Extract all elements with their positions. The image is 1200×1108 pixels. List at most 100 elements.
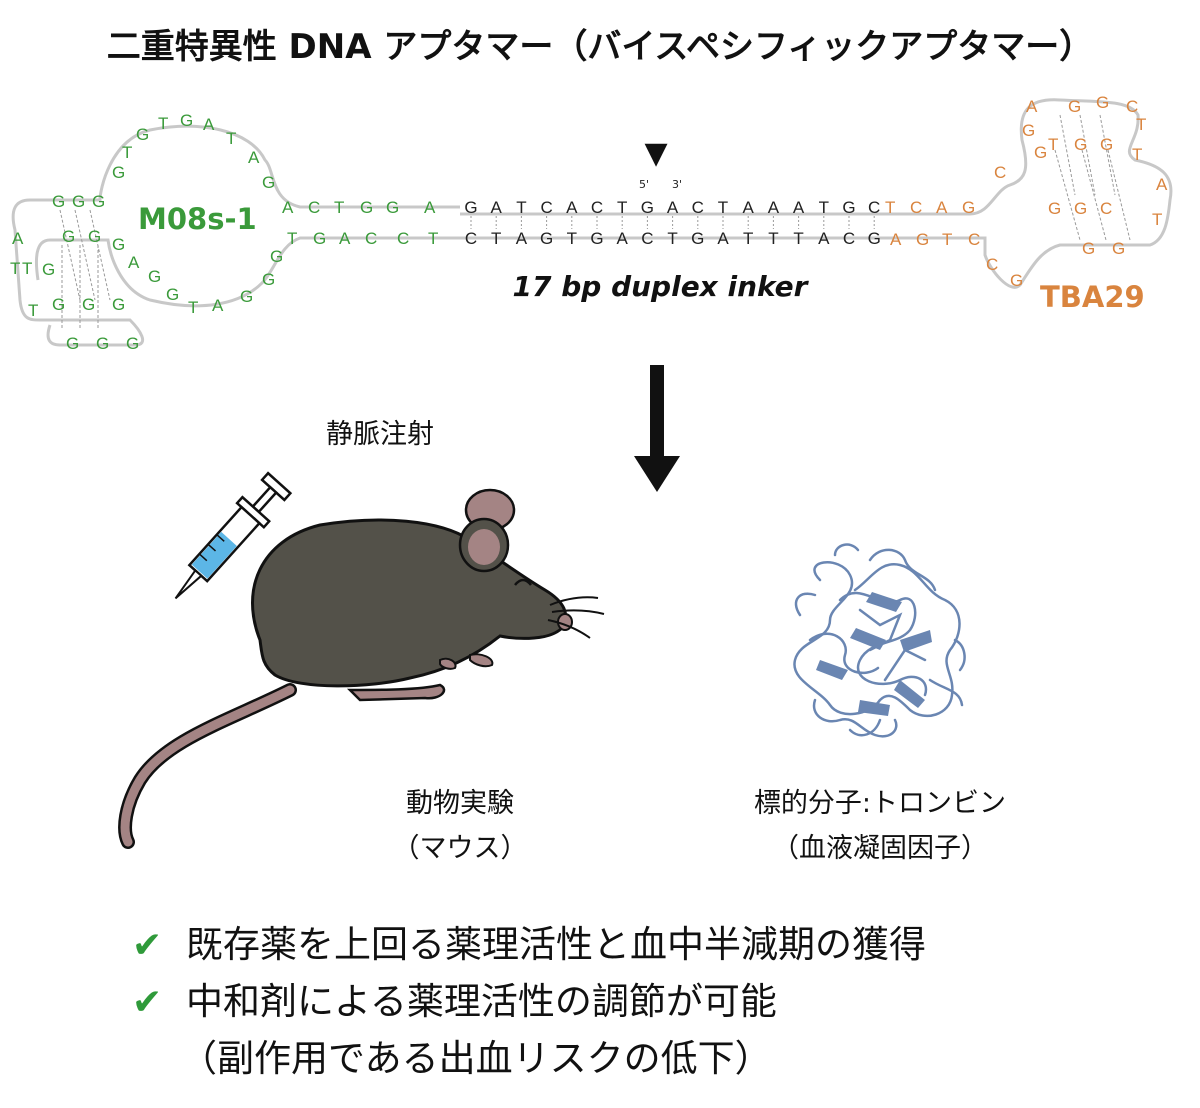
mouse-hind-foot bbox=[346, 683, 446, 702]
m08s-lower-nt-6: G bbox=[166, 285, 179, 304]
injection-label: 静脈注射 bbox=[326, 419, 434, 450]
tba29-nt-6: G bbox=[1034, 143, 1047, 162]
mouse-tail bbox=[120, 685, 295, 847]
tba29-nt-9: A bbox=[1156, 175, 1168, 194]
tba29-nt-7: T bbox=[1136, 115, 1146, 134]
m08s-stem-bot-4: C bbox=[365, 229, 377, 248]
m08s-loop-nt-3: A bbox=[203, 115, 215, 134]
linker-top-nt: A bbox=[793, 198, 805, 217]
linker-5prime-label: 5' bbox=[639, 178, 649, 191]
m08s-stem-bot-2: G bbox=[313, 229, 326, 248]
tba29-quadruplex-lines bbox=[1054, 114, 1131, 241]
linker-bottom-nt: C bbox=[465, 229, 477, 248]
m08s-quad-nt-11: G bbox=[82, 295, 95, 314]
check-icon: ✔ bbox=[132, 982, 162, 1023]
m08s-lower-nt-5: T bbox=[188, 298, 198, 317]
linker-bottom-nt: A bbox=[617, 229, 629, 248]
arrow-head bbox=[634, 456, 680, 492]
benefit-item-2: 中和剤による薬理活性の調節が可能 bbox=[186, 980, 777, 1023]
tba29-nt-3: G bbox=[1096, 93, 1109, 112]
m08s-quad-nt-13: G bbox=[66, 334, 79, 353]
tba29-nt-10: T bbox=[1152, 210, 1162, 229]
benefit-note: （副作用である出血リスクの低下） bbox=[180, 1037, 772, 1080]
linker-top-nt: T bbox=[819, 198, 829, 217]
m08s-quad-nt-5: T bbox=[10, 259, 20, 278]
tba29-nt-5: G bbox=[1022, 121, 1035, 140]
m08s-stem-top-4: G bbox=[360, 198, 373, 217]
tba29-stem-bot-4: C bbox=[968, 230, 980, 249]
linker-top-nt: T bbox=[718, 198, 728, 217]
m08s-quad-nt-15: G bbox=[126, 334, 139, 353]
tba29-stem-bot-3: T bbox=[942, 230, 952, 249]
process-arrow bbox=[634, 365, 680, 492]
m08s-loop-nt-6: G bbox=[262, 173, 275, 192]
arrow-shaft bbox=[650, 365, 664, 460]
mouse-body bbox=[251, 518, 568, 688]
m08s-stem-top-5: G bbox=[386, 198, 399, 217]
linker-bottom-nt: T bbox=[667, 229, 677, 248]
m08s-stem-bot-1: T bbox=[287, 229, 297, 248]
linker-top-nt: A bbox=[566, 198, 578, 217]
mouse-eye bbox=[514, 578, 532, 586]
tba29-nt-19: C bbox=[994, 163, 1006, 182]
m08s-backbone-top bbox=[11, 124, 460, 347]
aptamer-tba29: T C A G A G T C A G G C G G T T A T T G … bbox=[885, 93, 1173, 314]
tba29-nt-8: T bbox=[1132, 145, 1142, 164]
linker-top-nt: G bbox=[842, 198, 855, 217]
m08s-stem-top-1: A bbox=[282, 198, 294, 217]
syringe-scale bbox=[198, 534, 225, 562]
linker-bottom-nt: G bbox=[868, 229, 881, 248]
target-caption-line1: 標的分子:トロンビン bbox=[754, 788, 1006, 819]
tba29-nt-4: C bbox=[1126, 97, 1138, 116]
m08s-loop-nt-9: G bbox=[112, 163, 125, 182]
m08s-lower-nt-3: G bbox=[240, 287, 253, 306]
m08s-quad-nt-2: G bbox=[72, 192, 85, 211]
linker-top-nt: A bbox=[743, 198, 755, 217]
m08s-stem-bot-3: A bbox=[339, 229, 351, 248]
syringe-liquid bbox=[191, 531, 237, 579]
tba29-nt-15: G bbox=[1074, 199, 1087, 218]
tba29-label: TBA29 bbox=[1040, 280, 1145, 314]
linker-bottom-nt: A bbox=[818, 229, 830, 248]
m08s-quad-nt-6: T bbox=[22, 259, 32, 278]
m08s-stem-top-2: C bbox=[308, 198, 320, 217]
linker-bottom-nt: T bbox=[793, 229, 803, 248]
linker-top-nt: C bbox=[540, 198, 552, 217]
tba29-nt-2: G bbox=[1068, 97, 1081, 116]
linker-top-nt: C bbox=[868, 198, 880, 217]
linker-bottom-nt: A bbox=[717, 229, 729, 248]
benefit-list: ✔ 既存薬を上回る薬理活性と血中半減期の獲得 ✔ 中和剤による薬理活性の調節が可… bbox=[132, 923, 926, 1080]
m08s-lower-nt-9: G bbox=[112, 235, 125, 254]
thrombin-structure-icon bbox=[793, 543, 966, 738]
m08s-quad-nt-10: G bbox=[52, 295, 65, 314]
m08s-quad-nt-14: G bbox=[96, 334, 109, 353]
linker-bottom-nt: G bbox=[540, 229, 553, 248]
m08s-quad-nt-16: G bbox=[42, 260, 55, 279]
m08s-stem-top-3: T bbox=[334, 198, 344, 217]
m08s-stem-top-6: A bbox=[424, 198, 436, 217]
m08s-quad-nt-4: A bbox=[12, 229, 24, 248]
m08s-quad-nt-1: G bbox=[52, 192, 65, 211]
linker-bottom-nt: C bbox=[641, 229, 653, 248]
tba29-nt-21: G bbox=[1010, 271, 1023, 290]
tba29-nt-12: G bbox=[1074, 135, 1087, 154]
m08s-quad-nt-8: G bbox=[62, 227, 75, 246]
mouse-caption-line2: （マウス） bbox=[393, 833, 528, 864]
m08s-quad-nt-9: G bbox=[88, 227, 101, 246]
mouse-whiskers bbox=[547, 596, 605, 639]
m08s-stem-bot-6: T bbox=[428, 229, 438, 248]
m08s-loop-nt-1: T bbox=[158, 114, 168, 133]
tba29-stem-top-2: C bbox=[910, 198, 922, 217]
m08s-loop-nt-7: G bbox=[136, 125, 149, 144]
m08s-backbone-bottom bbox=[35, 236, 460, 308]
m08s-lower-nt-4: A bbox=[212, 296, 224, 315]
m08s-quad-nt-12: G bbox=[112, 295, 125, 314]
linker-bottom-nt: C bbox=[843, 229, 855, 248]
m08s-loop-nt-5: A bbox=[248, 148, 260, 167]
mouse-front-paw bbox=[469, 653, 494, 668]
tba29-nt-11: T bbox=[1048, 135, 1058, 154]
linker-top-nt: G bbox=[641, 198, 654, 217]
m08s-quad-nt-3: G bbox=[92, 192, 105, 211]
m08s-loop-nt-8: T bbox=[122, 143, 132, 162]
